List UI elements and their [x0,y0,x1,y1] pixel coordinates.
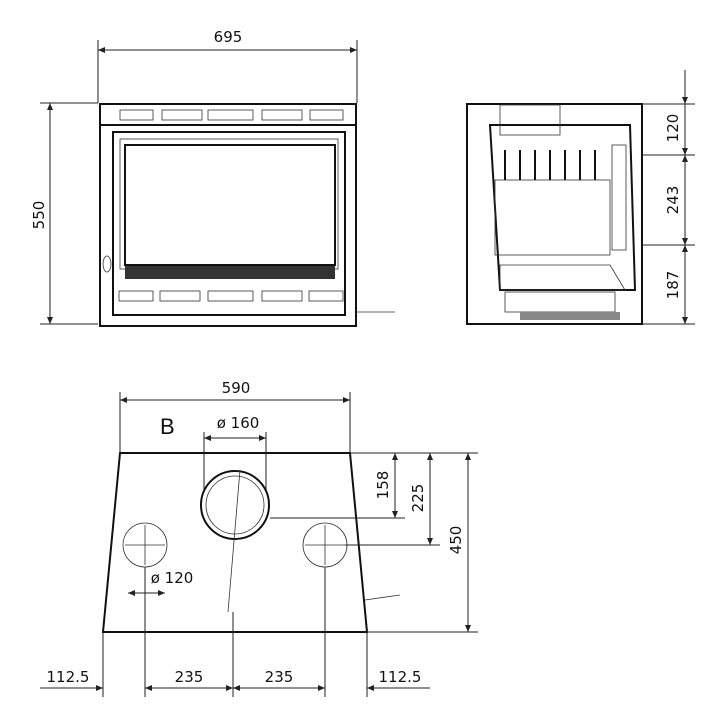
dim-112-left: 112.5 [47,668,90,686]
bottom-width-dim: 590 [222,379,251,397]
side-dim-243: 243 [664,186,682,215]
dim-158: 158 [374,471,392,500]
flue-diameter-dim: ø 160 [217,414,260,432]
view-label: B [160,414,175,439]
dim-450: 450 [447,526,465,555]
front-view: 695 550 [30,28,395,327]
inlet-diameter-dim: ø 120 [151,569,194,587]
dim-112-right: 112.5 [379,668,422,686]
dim-235-right: 235 [265,668,294,686]
front-width-dim: 695 [214,28,243,46]
side-view: 120 243 187 [466,70,695,325]
front-height-dim: 550 [30,201,48,230]
dim-225: 225 [409,484,427,513]
dim-235-left: 235 [175,668,204,686]
side-dim-120: 120 [664,114,682,143]
bottom-view: 590 B ø 160 ø 120 158 225 450 [40,379,478,697]
side-dim-187: 187 [664,271,682,300]
